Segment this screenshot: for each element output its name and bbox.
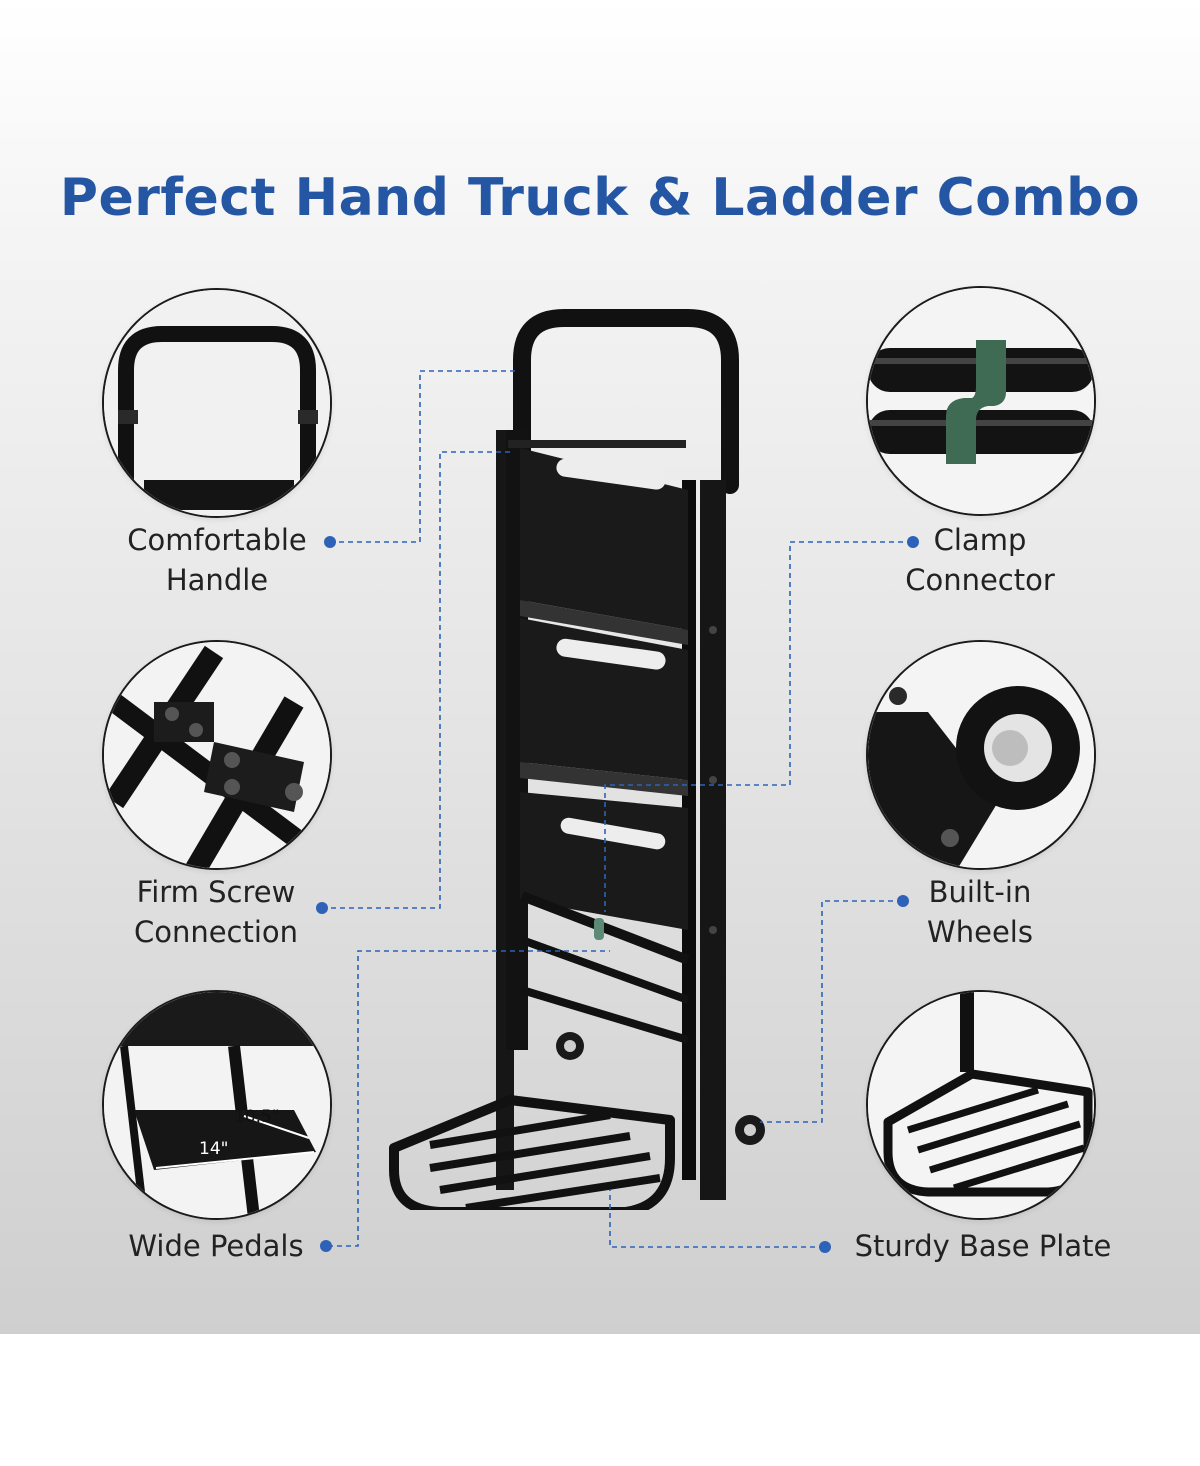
feature-label-pedals: Wide Pedals: [94, 1226, 338, 1266]
infographic-stage: Perfect Hand Truck & Ladder Combo: [0, 0, 1200, 1334]
clamp-strap-icon: [868, 288, 1094, 514]
feature-label-clamp: Clamp Connector: [878, 520, 1082, 600]
dot-base: [819, 1241, 831, 1253]
pedal-depth-dimension: 10.5": [234, 1107, 280, 1127]
base-closeup-circle: [866, 990, 1096, 1220]
pedal-width-dimension: 14": [199, 1139, 228, 1159]
feature-label-wheels: Built-in Wheels: [880, 872, 1080, 952]
feature-wheels-line2: Wheels: [927, 915, 1033, 949]
feature-screw-line1: Firm Screw: [136, 875, 296, 909]
handle-closeup-circle: [102, 288, 332, 518]
feature-label-screw: Firm Screw Connection: [88, 872, 344, 952]
feature-pedals-line1: Wide Pedals: [128, 1229, 304, 1263]
feature-clamp-line2: Connector: [905, 563, 1055, 597]
hand-truck-ladder-illustration: [370, 300, 790, 1210]
feature-wheels-line1: Built-in: [928, 875, 1032, 909]
wheel-icon: [868, 642, 1094, 868]
pedal-closeup-circle: 10.5" 14": [102, 990, 332, 1220]
feature-clamp-line1: Clamp: [933, 523, 1027, 557]
feature-handle-line2: Handle: [165, 563, 269, 597]
feature-handle-line1: Comfortable: [127, 523, 307, 557]
clamp-closeup-circle: [866, 286, 1096, 516]
bolt-bracket-icon: [104, 642, 330, 868]
base-plate-icon: [868, 992, 1094, 1218]
feature-screw-line2: Connection: [133, 915, 299, 949]
hand-truck-ladder-icon: [389, 309, 765, 1210]
handle-closeup-icon: [104, 290, 330, 516]
screw-closeup-circle: [102, 640, 332, 870]
feature-label-base: Sturdy Base Plate: [838, 1226, 1128, 1266]
feature-base-line1: Sturdy Base Plate: [854, 1229, 1112, 1263]
feature-label-handle: Comfortable Handle: [102, 520, 332, 600]
pedal-step-icon: 10.5" 14": [104, 992, 330, 1218]
page-title: Perfect Hand Truck & Ladder Combo: [59, 168, 1141, 228]
wheel-closeup-circle: [866, 640, 1096, 870]
